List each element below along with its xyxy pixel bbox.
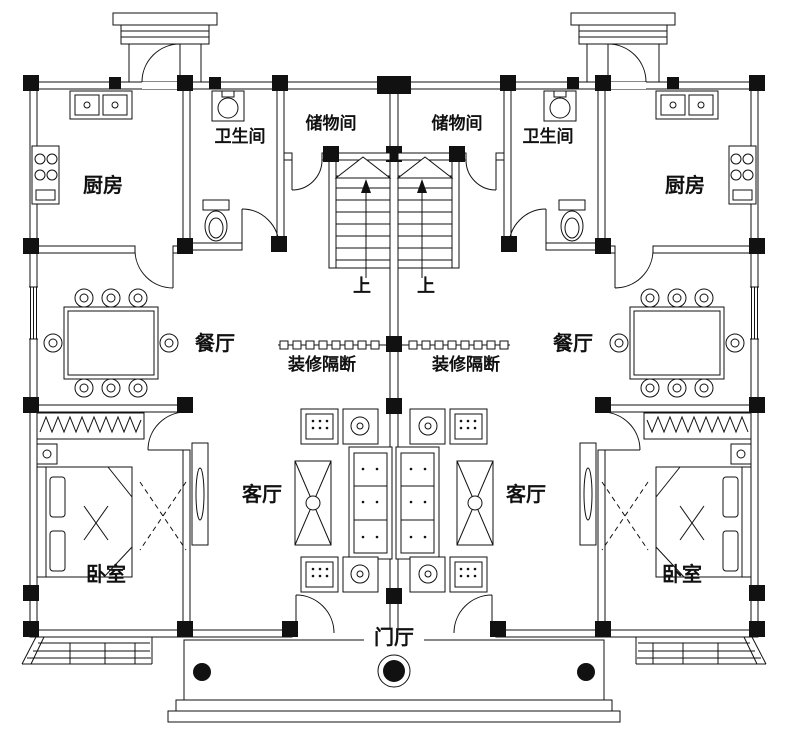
- label-storage-right: 储物间: [432, 113, 483, 134]
- side-table-top: [342, 408, 379, 445]
- window-left-wall: [29, 286, 38, 340]
- partition-left: [278, 340, 390, 350]
- label-foyer: 门厅: [374, 625, 414, 649]
- dining-table-set: [43, 288, 179, 398]
- stair-direction-arrow: [361, 179, 371, 193]
- label-kitchen-left: 厨房: [83, 173, 123, 197]
- label-living-right: 客厅: [505, 482, 546, 506]
- bed: [36, 466, 133, 578]
- porch-center-column: [383, 660, 405, 682]
- stair-break-line: [334, 156, 392, 179]
- storage-door: [291, 159, 323, 191]
- room-labels: 厨房 厨房 卫生间 卫生间 储物间 储物间 上 上 餐厅 餐厅 装修隔断 装修隔…: [83, 113, 705, 649]
- foyer-label-backing: [364, 628, 424, 648]
- entry-porch: [167, 639, 621, 723]
- side-entry-door: [141, 43, 181, 83]
- porch-center-column-ring: [377, 654, 411, 688]
- sofa-long: [348, 446, 393, 560]
- wardrobe: [36, 412, 145, 440]
- label-partition-right: 装修隔断: [431, 354, 500, 375]
- stairs-left-flight: [334, 156, 392, 278]
- label-living-left: 客厅: [241, 482, 282, 506]
- bedside-table: [36, 443, 58, 465]
- entrance-door: [295, 594, 335, 634]
- porch-side-column: [193, 663, 211, 681]
- bedroom-door: [147, 411, 187, 451]
- label-bedroom-right: 卧室: [662, 562, 702, 586]
- label-dining-right: 餐厅: [553, 331, 593, 355]
- label-stairs-up-right: 上: [417, 276, 435, 297]
- label-partition-left: 装修隔断: [287, 354, 356, 375]
- armchair-top: [300, 408, 339, 445]
- label-bathroom-left: 卫生间: [215, 126, 266, 147]
- label-bathroom-right: 卫生间: [523, 126, 574, 147]
- label-stairs-up-left: 上: [353, 276, 371, 297]
- bedroom-swing-path: [139, 481, 187, 551]
- tv-cabinet: [191, 442, 209, 546]
- label-kitchen-right: 厨房: [665, 173, 705, 197]
- coffee-table: [294, 460, 332, 546]
- label-dining-left: 餐厅: [195, 331, 235, 355]
- label-storage-left: 储物间: [306, 113, 357, 134]
- columns-left: [23, 75, 339, 637]
- armchair-bottom: [300, 556, 339, 593]
- walls-left: [29, 82, 391, 638]
- kitchen-stove: [31, 145, 60, 205]
- doors-left: [134, 43, 335, 634]
- label-bedroom-left: 卧室: [86, 562, 126, 586]
- kitchen-sink: [69, 90, 133, 120]
- top-bay-window: [112, 12, 218, 82]
- bottom-bay-window: [21, 636, 153, 665]
- unit-left: [21, 12, 393, 681]
- side-table-bottom: [342, 556, 379, 593]
- bathroom-door: [241, 208, 280, 247]
- toilet-icon: [202, 199, 230, 242]
- kitchen-door: [134, 249, 174, 289]
- bathroom-basin: [211, 90, 245, 122]
